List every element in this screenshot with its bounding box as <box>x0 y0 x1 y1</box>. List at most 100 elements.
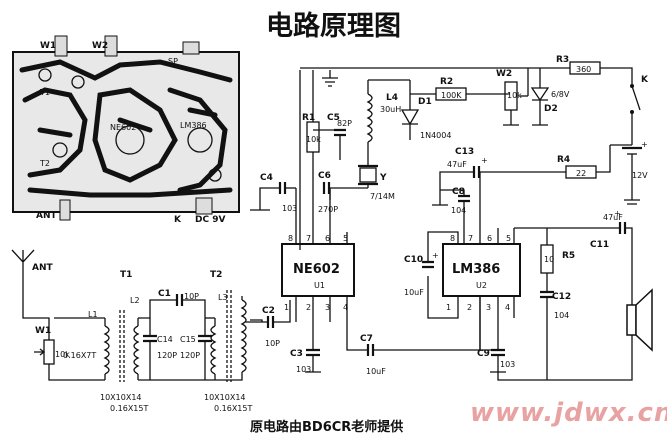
pcb-layout: W1 W2 SP T1 T2 NE602 LM386 ANT K DC 9V <box>12 35 240 225</box>
svg-text:D2: D2 <box>544 104 558 114</box>
pcb-label-w2: W2 <box>92 41 108 51</box>
svg-text:W1: W1 <box>35 326 51 336</box>
wire <box>22 290 50 340</box>
cap-c10: C10 10uF + <box>404 251 439 297</box>
pcb-sp-jack <box>182 41 200 55</box>
pcb-pad <box>52 142 68 158</box>
svg-text:7: 7 <box>306 234 311 243</box>
svg-text:8: 8 <box>450 234 455 243</box>
ground-symbol <box>322 70 338 87</box>
svg-text:2: 2 <box>467 303 472 312</box>
svg-text:103: 103 <box>500 360 515 369</box>
svg-text:R1: R1 <box>302 113 315 123</box>
svg-text:104: 104 <box>451 206 466 215</box>
pcb-pad <box>38 68 52 82</box>
svg-text:12V: 12V <box>632 171 648 180</box>
pcb-label-t1: T1 <box>39 88 50 97</box>
svg-text:R2: R2 <box>440 77 453 87</box>
pcb-trace <box>27 187 233 198</box>
svg-text:C6: C6 <box>318 171 331 181</box>
pcb-pad <box>115 125 145 155</box>
ant-label: ANT <box>32 263 53 273</box>
svg-text:22: 22 <box>576 169 586 178</box>
svg-text:360: 360 <box>576 65 591 74</box>
svg-text:10k: 10k <box>507 91 522 100</box>
svg-text:C1: C1 <box>158 289 171 299</box>
svg-text:L3: L3 <box>218 293 228 302</box>
svg-text:10X10X14: 10X10X14 <box>100 393 142 402</box>
pcb-label-sp: SP <box>168 57 178 66</box>
svg-text:82P: 82P <box>337 119 352 128</box>
wire <box>295 296 368 351</box>
svg-text:10P: 10P <box>265 339 280 348</box>
svg-text:10k: 10k <box>306 135 321 144</box>
wire <box>138 299 177 319</box>
cap-c9: C9 103 <box>477 348 515 373</box>
svg-text:L1: L1 <box>88 310 98 319</box>
wire <box>215 296 243 381</box>
wire <box>497 335 633 381</box>
pcb-label-w1: W1 <box>40 41 56 51</box>
svg-text:7/14M: 7/14M <box>370 192 395 201</box>
cap-c12: C12 104 <box>540 290 571 380</box>
antenna: ANT <box>11 249 53 290</box>
pcb-label-ant: ANT <box>36 211 57 221</box>
svg-text:C3: C3 <box>290 349 303 359</box>
svg-text:Y: Y <box>379 173 387 183</box>
svg-text:103: 103 <box>296 365 311 374</box>
wire <box>48 364 105 381</box>
svg-text:T1: T1 <box>120 270 132 280</box>
resistor-r2: R2 100K <box>410 77 510 101</box>
resistor-r5: R5 10 <box>540 228 575 292</box>
cap-c11: C11 47uF + <box>590 209 633 305</box>
switch-k: K <box>630 75 649 145</box>
wire <box>427 276 515 350</box>
pcb-ant-connector <box>59 199 71 221</box>
page-title: 电路原理图 <box>266 11 401 42</box>
svg-text:+: + <box>641 140 648 149</box>
svg-text:4: 4 <box>505 303 510 312</box>
svg-text:0.16X15T: 0.16X15T <box>214 404 252 413</box>
svg-text:1: 1 <box>284 303 289 312</box>
svg-text:C11: C11 <box>590 240 609 250</box>
svg-text:L2: L2 <box>130 296 140 305</box>
caption: 原电路由BD6CR老师提供 <box>250 420 404 435</box>
svg-text:3: 3 <box>486 303 491 312</box>
pcb-trace <box>19 59 233 83</box>
svg-text:0.16X15T: 0.16X15T <box>110 404 148 413</box>
transformer-t2: T2 L3 10X10X14 0.16X15T <box>204 270 252 413</box>
pcb-w2-knob <box>104 35 118 57</box>
cap-c15: C15 120P <box>180 318 212 380</box>
watermark: www.jdwx.cn <box>470 398 667 428</box>
svg-text:10k: 10k <box>55 350 70 359</box>
cap-c3: C3 103 <box>290 348 321 374</box>
svg-text:1N4004: 1N4004 <box>420 131 451 140</box>
svg-text:R5: R5 <box>562 251 575 261</box>
pcb-trace <box>37 107 218 138</box>
pcb-trace <box>22 87 88 178</box>
pot-w2: W2 10k <box>496 69 528 126</box>
svg-text:6/8V: 6/8V <box>551 90 570 99</box>
svg-text:NE602: NE602 <box>293 262 340 277</box>
svg-text:120P: 120P <box>157 351 177 360</box>
svg-text:6: 6 <box>325 234 330 243</box>
svg-text:104: 104 <box>554 311 569 320</box>
svg-text:5: 5 <box>343 234 348 243</box>
svg-text:U1: U1 <box>314 281 325 290</box>
svg-text:5: 5 <box>506 234 511 243</box>
svg-text:10X10X14: 10X10X14 <box>204 393 246 402</box>
resistor-r1: R1 10k <box>302 82 321 188</box>
zener-d2: 6/8V D2 <box>530 68 570 126</box>
svg-text:C4: C4 <box>260 173 273 183</box>
svg-text:47uF: 47uF <box>447 160 467 169</box>
svg-text:1: 1 <box>446 303 451 312</box>
pcb-pad <box>71 75 85 89</box>
pcb-label-k: K <box>174 215 182 225</box>
pcb-trace <box>167 87 228 193</box>
svg-text:0.16X7T: 0.16X7T <box>63 351 96 360</box>
svg-text:10: 10 <box>544 255 554 264</box>
svg-text:6: 6 <box>487 234 492 243</box>
svg-text:C9: C9 <box>477 349 490 359</box>
diode-d1: D1 1N4004 <box>400 80 451 140</box>
svg-text:120P: 120P <box>180 351 200 360</box>
